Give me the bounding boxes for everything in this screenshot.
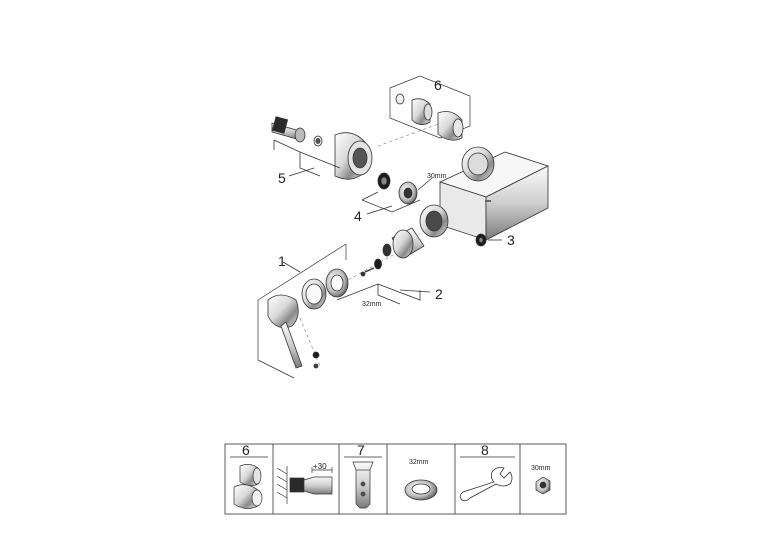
part-5-eccentric-assembly [271,116,373,180]
extension-length-label: +30 [313,462,327,471]
dimension-label-lower-ring: 32mm [362,301,382,308]
table-cell-ring: 32mm [404,459,438,501]
part-6-spare-sleeves [389,75,471,141]
table-number-7: 7 [357,442,365,458]
part-4-nut-assembly [361,172,433,215]
table-cell-nut: 30mm [531,465,551,495]
center-lines [299,117,456,367]
wall-hatch-icon [276,466,333,504]
wrench-icon [459,467,513,502]
mixer-body [419,146,550,241]
cartridge-tool-icon [352,461,374,509]
table-cell-extension: +30 [276,462,333,504]
nut-size-label: 30mm [531,465,551,472]
parts-table [224,443,567,515]
hex-nut-icon [535,476,551,495]
callout-2: 2 [435,286,443,302]
table-cell-part-7: 7 [352,442,374,509]
table-cell-part-6: 6 [233,442,263,509]
ring-size-label: 32mm [409,459,429,466]
part-3-outlet-nut [475,233,502,247]
spare-sleeve-icon [233,464,263,509]
main-exploded-view [257,75,550,379]
table-number-6: 6 [242,442,250,458]
table-number-8: 8 [481,442,489,458]
table-cell-part-8: 8 [459,442,513,502]
part-2-cartridge-assembly [301,227,431,310]
callout-4: 4 [354,208,362,224]
ring-nut-icon [404,479,438,501]
dimension-label-upper-nut: 30mm [427,173,447,180]
part-1-lever-handle [257,243,347,379]
callout-1: 1 [278,253,286,269]
callout-5: 5 [278,170,286,186]
callout-3: 3 [507,232,515,248]
callout-6: 6 [434,77,442,93]
